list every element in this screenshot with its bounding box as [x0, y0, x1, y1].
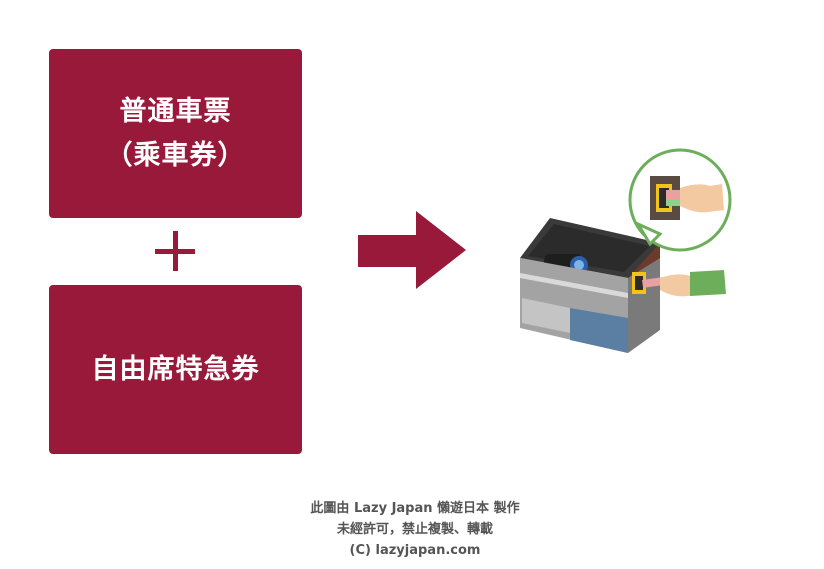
ticket-gate-illustration — [520, 148, 732, 353]
ticket-box-express: 自由席特急券 — [49, 285, 302, 454]
ticket-box-regular-line-1: 普通車票 — [119, 95, 232, 127]
footer-line-3: (C) lazyjapan.com — [349, 543, 481, 558]
footer-line-2: 未經許可，禁止複製、轉載 — [336, 522, 493, 537]
footer-line-1: 此圖由 Lazy Japan 懶遊日本 製作 — [310, 501, 520, 516]
ticket-box-express-label: 自由席特急券 — [91, 353, 260, 385]
ticket-box-regular: 普通車票 （乘車券） — [49, 49, 302, 218]
plus-icon — [155, 231, 195, 271]
copyright-footer: 此圖由 Lazy Japan 懶遊日本 製作 未經許可，禁止複製、轉載 (C) … — [0, 498, 824, 561]
ticket-box-regular-line-2: （乘車券） — [105, 139, 246, 171]
arrow-right-icon — [358, 211, 466, 289]
